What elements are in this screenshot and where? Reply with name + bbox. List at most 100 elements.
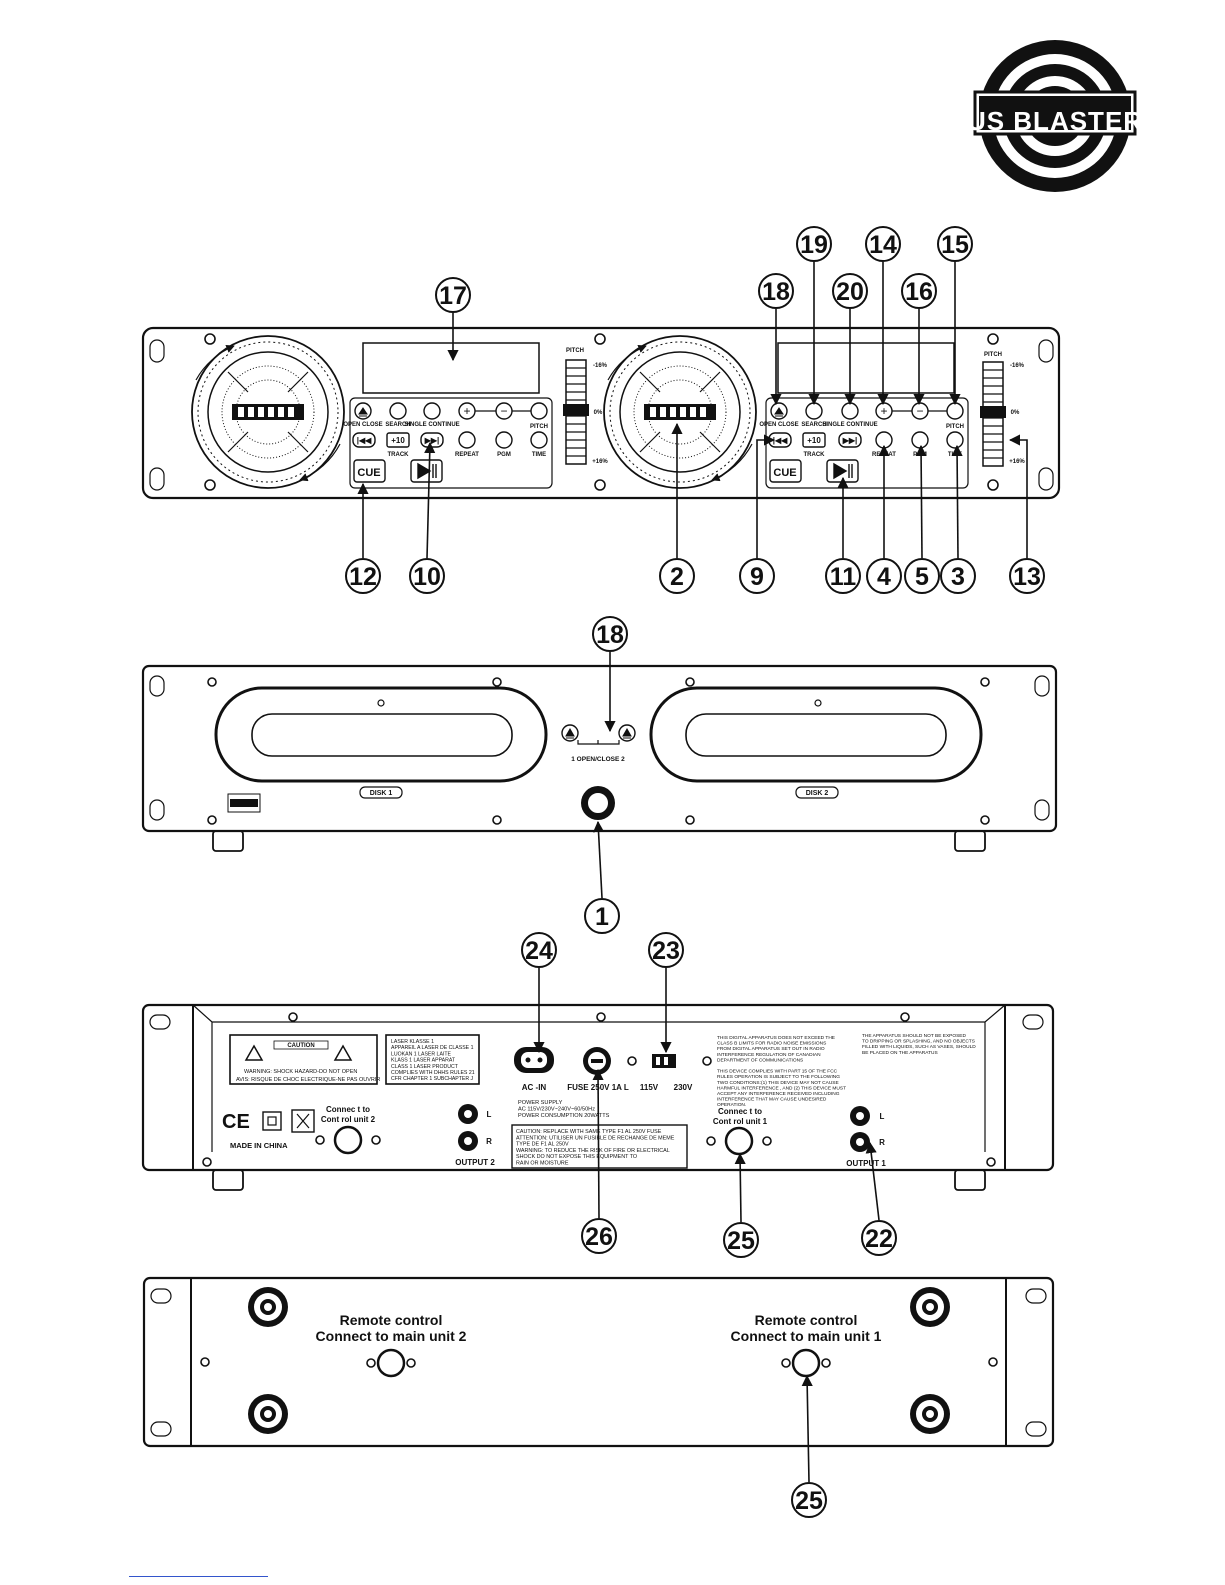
pgm-button-1[interactable] xyxy=(495,431,513,449)
weee-bin-icon xyxy=(291,1109,315,1133)
power-supply-line: AC 115V/230V~240V~60/50Hz xyxy=(518,1107,595,1113)
cue-button-2[interactable] xyxy=(769,459,802,483)
pgm-label-1: PGM xyxy=(497,452,511,458)
track-prev-button-1[interactable] xyxy=(352,432,376,448)
remote-port-1[interactable] xyxy=(791,1348,821,1378)
callout-19: 19 xyxy=(796,226,832,262)
plus10-button-1[interactable] xyxy=(386,432,410,448)
svg-text:23: 23 xyxy=(652,937,680,965)
svg-text:22: 22 xyxy=(865,1225,893,1253)
play-pause-icon-2 xyxy=(833,462,853,480)
svg-text:16: 16 xyxy=(905,278,933,306)
corner-knob-br xyxy=(910,1394,950,1434)
svg-text:9: 9 xyxy=(750,563,764,591)
output2-l-label: L xyxy=(487,1110,492,1119)
fcc-line: OPERATION. xyxy=(717,1102,746,1108)
output2-r-label: R xyxy=(486,1137,492,1146)
search-label-2: SEARCH xyxy=(801,422,826,428)
fcc-line: THIS DEVICE COMPLIES WITH PART 15 OF THE… xyxy=(717,1069,838,1075)
pitch-slider-1[interactable]: PITCH -16% 0% +16% xyxy=(563,348,608,465)
warning-line-1: WARNING: SHOCK HAZARD-DO NOT OPEN xyxy=(244,1069,357,1075)
pitch-top-1: -16% xyxy=(593,363,608,369)
control-unit-2-port[interactable] xyxy=(333,1125,363,1155)
open-close-label-2: OPEN CLOSE xyxy=(759,422,798,428)
svg-text:4: 4 xyxy=(877,563,891,591)
plus10-label-1: +10 xyxy=(391,436,405,445)
repeat-button-1[interactable] xyxy=(458,431,476,449)
time-button-2[interactable] xyxy=(946,431,964,449)
pitch-button-1[interactable] xyxy=(530,402,548,420)
compact-disc-logo xyxy=(227,793,261,813)
jog-wheel-1[interactable] xyxy=(191,335,345,489)
callout-14: 14 xyxy=(865,226,901,262)
callout-1: 1 xyxy=(584,898,620,934)
callout-16: 16 xyxy=(901,273,937,309)
control-unit-1-port[interactable] xyxy=(724,1126,754,1156)
single-continue-button-1[interactable] xyxy=(423,402,441,420)
warning-line-2: AVIS: RISQUE DE CHOC ELECTRIQUE-NE PAS O… xyxy=(236,1077,380,1083)
fuse-caution-line: CAUTION: REPLACE WITH SAME TYPE F1 AL 25… xyxy=(516,1129,662,1135)
svg-text:18: 18 xyxy=(762,278,790,306)
remote-left-title: Remote control xyxy=(340,1312,443,1328)
footer-link-underline[interactable] xyxy=(129,1576,268,1577)
repeat-button-2[interactable] xyxy=(875,431,893,449)
callout-17: 17 xyxy=(435,277,471,313)
pitch-slider-2[interactable]: PITCH -16% 0% +16% xyxy=(980,352,1025,467)
pitch-button-2[interactable] xyxy=(946,402,964,420)
search-button-1[interactable] xyxy=(389,402,407,420)
fcc-line: TWO CONDITIONS:(1) THIS DEVICE MAY NOT C… xyxy=(717,1080,839,1086)
cue-button-1[interactable] xyxy=(353,459,386,483)
fcc-text: THIS DIGITAL APPARATUS DOES NOT EXCEED T… xyxy=(717,1035,846,1108)
svg-text:25: 25 xyxy=(795,1487,823,1515)
fcc-line: THIS DIGITAL APPARATUS DOES NOT EXCEED T… xyxy=(717,1035,835,1041)
svg-text:18: 18 xyxy=(596,621,624,649)
pitch-label-slider-2: PITCH xyxy=(984,352,1002,358)
callout-10: 10 xyxy=(409,558,445,594)
eject-icon-1 xyxy=(565,727,575,739)
remote-right-sub: Connect to main unit 1 xyxy=(731,1328,882,1344)
moisture-line: BE PLACED ON THE APPARATUS xyxy=(862,1050,938,1056)
svg-text:12: 12 xyxy=(349,563,377,591)
time-label-2: TIME xyxy=(948,452,962,458)
callout-18-top: 18 xyxy=(758,273,794,309)
search-label-1: SEARCH xyxy=(385,422,410,428)
connect-unit2-line1: Connec t to xyxy=(326,1105,370,1114)
plus10-button-2[interactable] xyxy=(802,432,826,448)
callout-11: 11 xyxy=(825,558,861,594)
fuse-caution-line: WARNING: TO REDUCE THE RISK OF FIRE OR E… xyxy=(516,1148,670,1154)
exclamation-warning-icon xyxy=(333,1044,353,1061)
output1-l-label: L xyxy=(880,1112,885,1121)
moisture-line: FILLED WITH LIQUIDS, SUCH AS VASES, SHOU… xyxy=(862,1044,976,1050)
fcc-line: INTERFERENCE REGULATION OF CANADIAN xyxy=(717,1052,821,1058)
callout-12: 12 xyxy=(345,558,381,594)
minus-icon-2: − xyxy=(916,404,923,418)
double-insulation-icon xyxy=(262,1111,282,1131)
power-supply-line: POWER CONSUMPTION 20WATTS xyxy=(518,1113,610,1119)
ac-in-label: AC -IN xyxy=(522,1083,547,1092)
pitch-bottom-2: +16% xyxy=(1009,459,1025,465)
single-continue-label-2: SINGLE CONTINUE xyxy=(822,422,877,428)
rear-panel-leaders xyxy=(533,968,880,1223)
fuse-caution-line: RAIN OR MOISTURE xyxy=(516,1161,569,1167)
display-2 xyxy=(777,342,955,394)
ce-mark-icon: CE xyxy=(222,1111,250,1133)
search-button-2[interactable] xyxy=(805,402,823,420)
fcc-line: INTERFERENCE THAT MAY CAUSE UNDESIRED xyxy=(717,1097,827,1103)
fcc-line: DEPARTMENT OF COMMUNICATIONS xyxy=(717,1057,803,1063)
jog-wheel-2[interactable] xyxy=(603,335,757,489)
fcc-line: FROM DIGITAL APPARATUS SET OUT IN RADIO xyxy=(717,1046,825,1052)
svg-text:10: 10 xyxy=(413,563,441,591)
pgm-button-2[interactable] xyxy=(911,431,929,449)
cue-label-2: CUE xyxy=(773,467,796,479)
connect-unit1-line2: Cont rol unit 1 xyxy=(713,1117,768,1126)
output2-label: OUTPUT 2 xyxy=(455,1158,495,1167)
svg-text:25: 25 xyxy=(727,1227,755,1255)
remote-port-2[interactable] xyxy=(376,1348,406,1378)
pitch-label-slider-1: PITCH xyxy=(566,348,584,354)
callout-5: 5 xyxy=(904,558,940,594)
track-next-button-2[interactable] xyxy=(838,432,862,448)
callout-2: 2 xyxy=(659,558,695,594)
single-continue-button-2[interactable] xyxy=(841,402,859,420)
time-button-1[interactable] xyxy=(530,431,548,449)
